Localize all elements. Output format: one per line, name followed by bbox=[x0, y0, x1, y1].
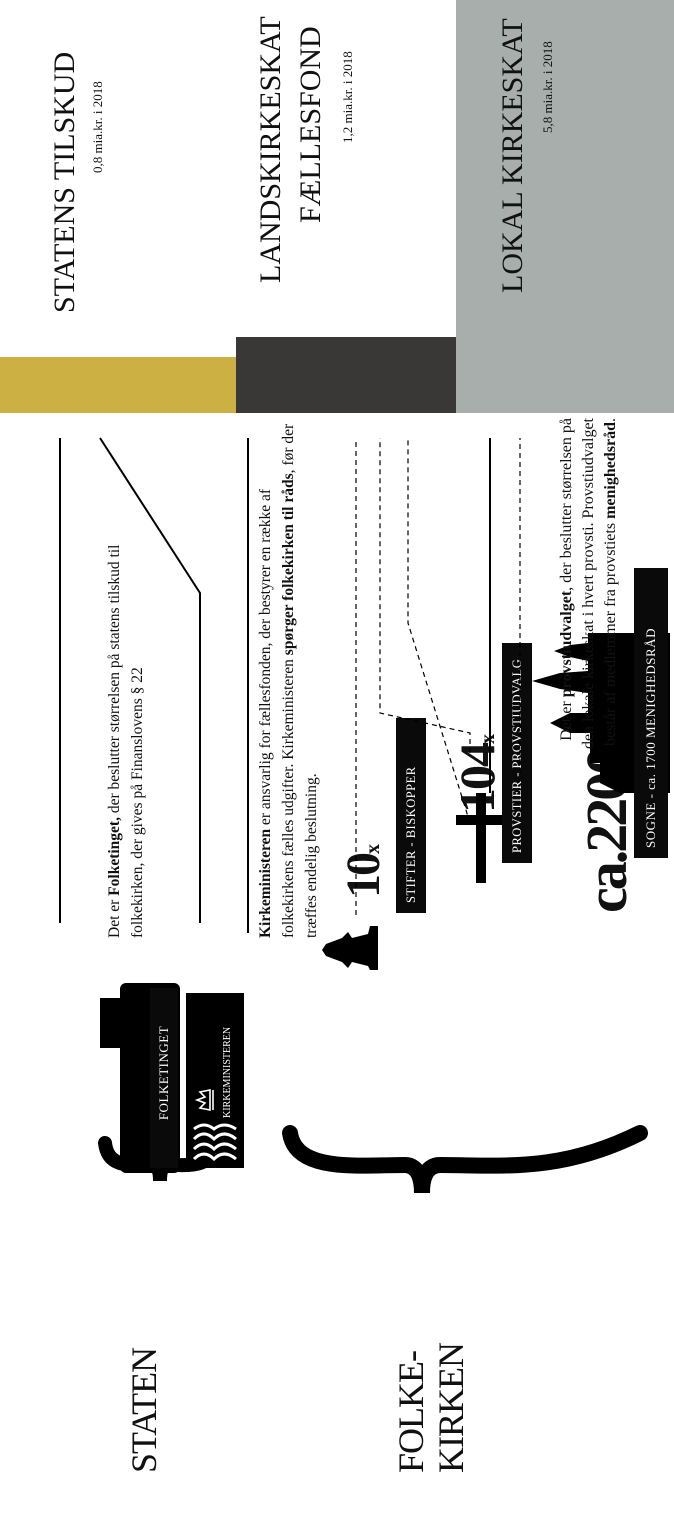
faellesfond-amount: 1,2 mia.kr. i 2018 bbox=[340, 51, 355, 143]
band-statens-tilskud-swatch bbox=[0, 357, 236, 413]
lokal-kirkeskat-amount: 5,8 mia.kr. i 2018 bbox=[540, 41, 555, 133]
statens-tilskud-title: STATENS TILSKUD bbox=[48, 51, 81, 313]
band-statens-tilskud bbox=[0, 0, 236, 413]
band-faellesfond-swatch bbox=[236, 337, 456, 413]
folkekirken-brace-icon bbox=[282, 1125, 648, 1194]
cross-icon bbox=[456, 793, 506, 883]
band-lokal-kirkeskat bbox=[456, 0, 674, 413]
sogne-connector bbox=[379, 438, 471, 753]
faellesfond-connector bbox=[99, 437, 201, 923]
lokal-kirkeskat-title: LOKAL KIRKESKAT bbox=[496, 18, 529, 293]
faellesfond-title-line2: FÆLLESFOND bbox=[294, 26, 327, 223]
bishop-chess-icon bbox=[322, 926, 378, 970]
ministry-logo-icon bbox=[192, 1123, 237, 1162]
crown-icon bbox=[194, 1089, 214, 1111]
provstier-connector bbox=[407, 438, 471, 824]
connector-lines bbox=[59, 437, 521, 933]
statens-tilskud-amount: 0,8 mia.kr. i 2018 bbox=[90, 81, 105, 173]
faellesfond-title-line1: LANDSKIRKESKAT bbox=[254, 16, 287, 283]
